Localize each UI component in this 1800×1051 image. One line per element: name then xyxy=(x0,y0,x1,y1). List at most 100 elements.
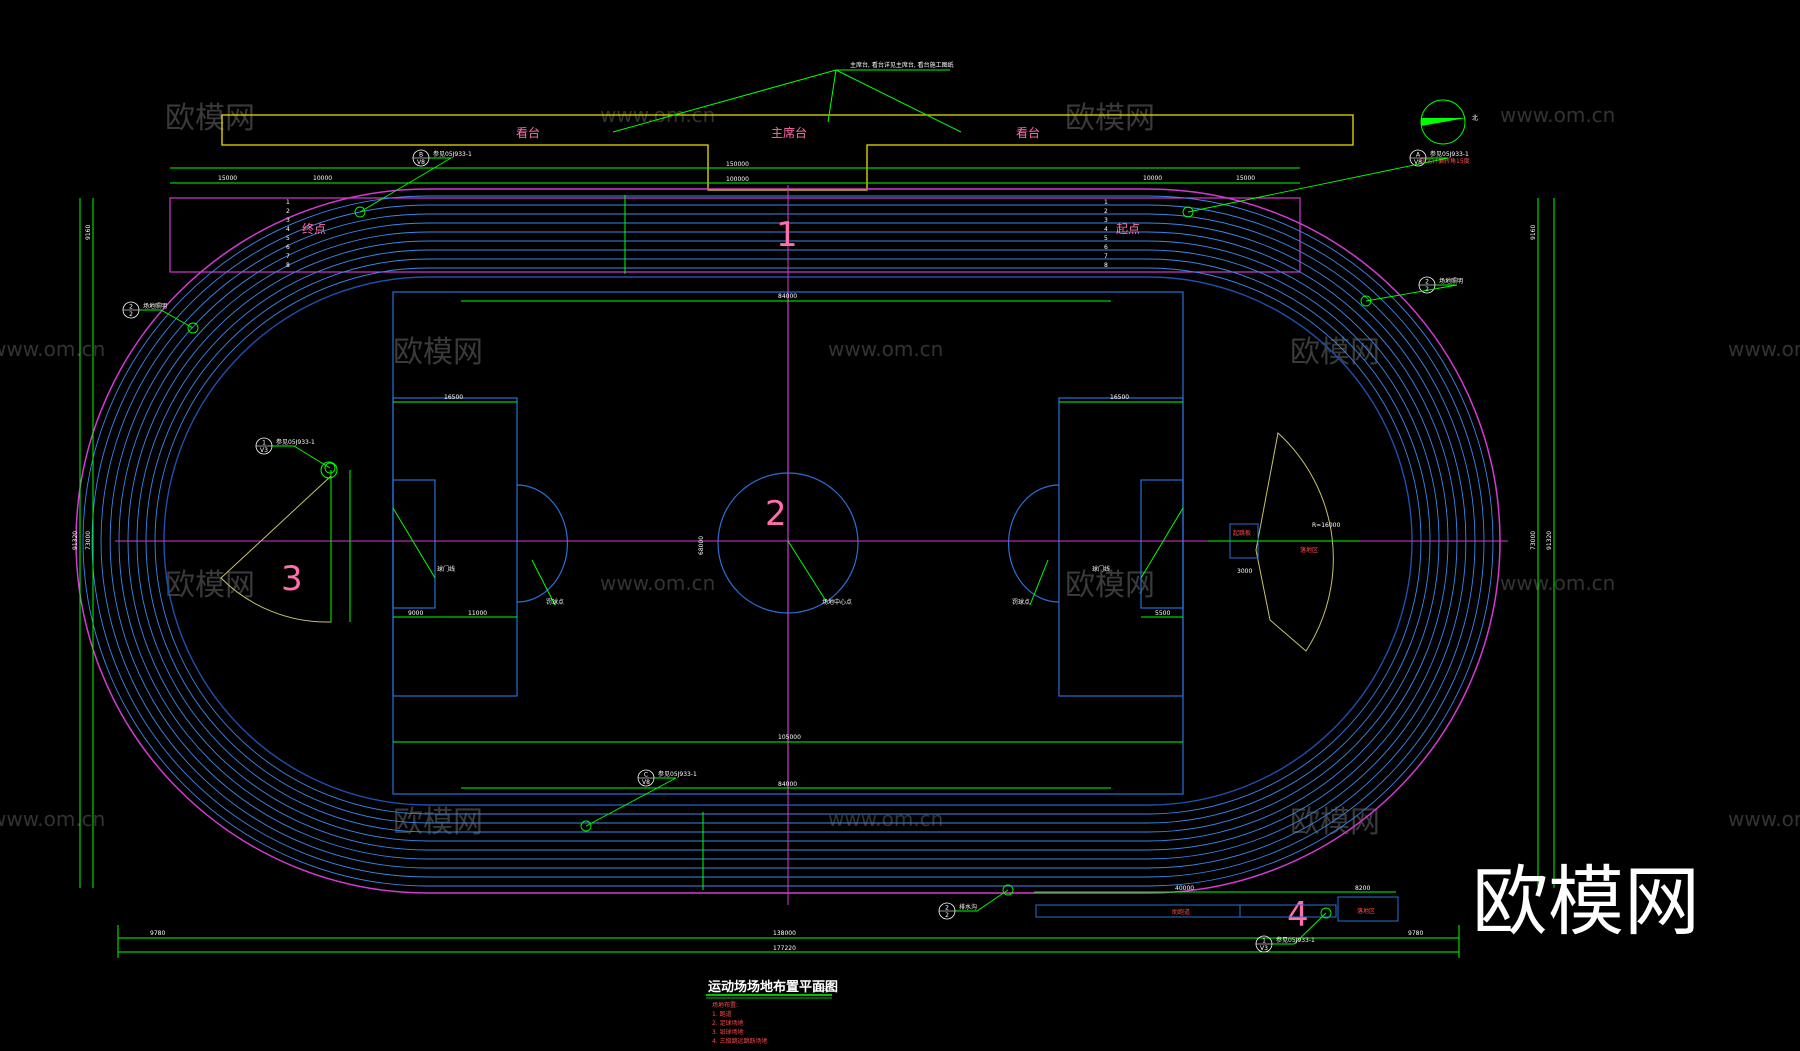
running-track xyxy=(82,195,1494,887)
note-line: 1. 跑道 xyxy=(712,1010,732,1018)
dim-9780: 9780 xyxy=(150,930,165,937)
dim-73000: 73000 xyxy=(85,531,92,550)
note-line: 4. 三级跳远跳跃场地 xyxy=(712,1037,768,1045)
center-mark-label: 场地中心点 xyxy=(822,598,852,606)
callout-ref: V8 xyxy=(417,159,425,166)
track-lane-line xyxy=(109,222,1467,860)
landing-label: 落地区 xyxy=(1300,546,1318,554)
dim-9160: 9160 xyxy=(85,225,92,240)
leader-line xyxy=(359,157,453,213)
callout-label: 场地照明 xyxy=(1439,277,1463,285)
lane-number: 5 xyxy=(286,235,290,242)
callout-ref: 2 xyxy=(129,311,133,318)
goal-line-label: 球门线 xyxy=(437,565,455,573)
dim-91320: 91320 xyxy=(1546,531,1553,550)
callout-ref: 2 xyxy=(1425,279,1429,286)
compass-arrow-icon xyxy=(1421,118,1466,126)
lane-number: 8 xyxy=(1104,262,1108,269)
dim-8200: 8200 xyxy=(1355,885,1370,892)
light-marker-icon xyxy=(580,820,592,832)
finish-label: 终点 xyxy=(302,221,326,236)
brand-watermark: 欧模网 xyxy=(1472,857,1700,946)
lane-number: 2 xyxy=(1104,208,1108,215)
track-lane-line xyxy=(82,195,1494,887)
track-lane-line xyxy=(118,231,1458,851)
lane-number: 7 xyxy=(1104,253,1108,260)
drawing-scale: 1:250 xyxy=(813,986,830,993)
jump-runway xyxy=(1035,896,1399,922)
callout-ref: A xyxy=(1416,152,1421,159)
leader-line xyxy=(392,507,436,579)
leader-line xyxy=(1365,284,1458,302)
light-marker-icon xyxy=(187,322,199,334)
penalty-mark-label: 罚球点 xyxy=(1012,598,1030,606)
stand-right-label: 看台 xyxy=(1016,125,1040,140)
track-lane-line xyxy=(163,276,1413,806)
note-line: 3. 铅球场地 xyxy=(712,1028,744,1036)
dim-84000: 84000 xyxy=(778,781,797,788)
leader-line xyxy=(139,309,194,329)
watermark-url: www.om.cn xyxy=(600,571,715,595)
shot-put-sector xyxy=(220,474,332,623)
callout-ref: V3 xyxy=(1260,945,1268,952)
takeoff-label: 起跳板 xyxy=(1233,529,1251,537)
track-lane-line xyxy=(154,267,1422,815)
landing-sector xyxy=(1255,432,1334,652)
track-lane-line xyxy=(136,249,1440,833)
dim-11000: 11000 xyxy=(468,610,487,617)
callout-label: 参见05J933-1 xyxy=(1276,936,1315,944)
callout-ref: V8 xyxy=(642,779,650,786)
title-block: 运动场场地布置平面图 1:250 场地布置: 1. 跑道 2. 足球场地 3. … xyxy=(706,979,838,1045)
watermark-brand: 欧模网 xyxy=(1065,568,1155,603)
zone-4-label: 4 xyxy=(1287,895,1309,935)
lane-number: 4 xyxy=(1104,226,1108,233)
dim-105000: 105000 xyxy=(778,734,801,741)
goal-line-label: 球门线 xyxy=(1092,565,1110,573)
callout-ref: B xyxy=(419,152,423,159)
light-marker-icon xyxy=(1320,907,1332,919)
watermark-url: www.om.cn xyxy=(1728,337,1800,361)
field-leaders xyxy=(392,507,1184,606)
zone-3-label: 3 xyxy=(281,559,303,599)
dim-40000: 40000 xyxy=(1175,885,1194,892)
leader-line xyxy=(835,69,962,133)
callout-ref: 1 xyxy=(1262,938,1266,945)
lane-number: 6 xyxy=(286,244,290,251)
stand-note-leader xyxy=(612,69,962,133)
lane-number: 2 xyxy=(286,208,290,215)
watermark-brand: 欧模网 xyxy=(393,335,483,370)
watermark-url: www.om.cn xyxy=(828,337,943,361)
leader-line xyxy=(1029,559,1049,606)
dim-84000: 84000 xyxy=(778,293,797,300)
left-goal-area xyxy=(392,479,436,609)
note-line: 2. 足球场地 xyxy=(712,1019,744,1027)
callout-ref: 2 xyxy=(129,304,133,311)
stand-note-text: 主席台, 看台详见主席台, 看台施工图纸 xyxy=(850,61,954,69)
jump-area-right xyxy=(1208,432,1360,652)
watermark-brand: 欧模网 xyxy=(165,101,255,136)
dim-15000: 15000 xyxy=(218,175,237,182)
dim-5500: 5500 xyxy=(1155,610,1170,617)
dimension-lines xyxy=(79,167,1555,958)
callout-ref: 2 xyxy=(945,912,949,919)
right-penalty-arc xyxy=(1008,484,1060,603)
left-penalty-area xyxy=(392,397,518,697)
dim-91320: 91320 xyxy=(72,531,79,550)
dim-138000: 138000 xyxy=(773,930,796,937)
lane-number: 4 xyxy=(286,226,290,233)
watermark-url: www.om.cn xyxy=(1728,807,1800,831)
compass-north-label: 北 xyxy=(1472,114,1478,122)
landing-pit-label: 落地区 xyxy=(1357,907,1375,915)
top-straight-boundary xyxy=(169,197,1301,273)
callout-ref: 2 xyxy=(945,905,949,912)
track-lane-line xyxy=(91,204,1485,878)
leader-line xyxy=(787,540,827,602)
runway-strip xyxy=(1035,904,1337,918)
